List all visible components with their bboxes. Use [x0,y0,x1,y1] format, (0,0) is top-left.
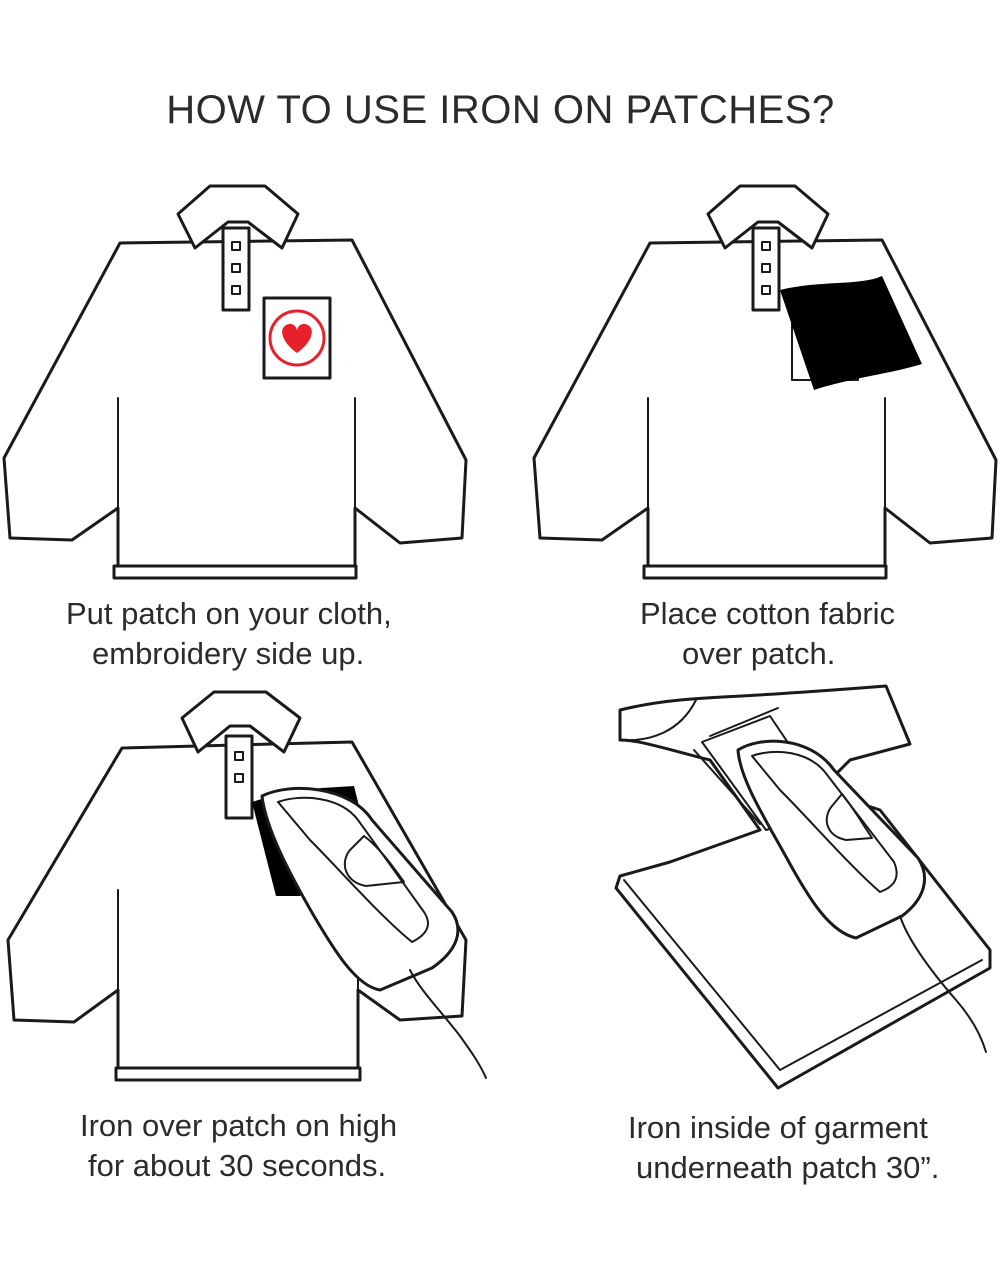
step-2-illustration [530,178,1001,638]
patch-heart-icon [262,296,332,380]
step-2-line-1: Place cotton fabric [640,596,896,631]
step-1-line-1: Put patch on your cloth, [66,596,392,631]
step-4-line-1: Iron inside of garment [628,1110,928,1145]
polo-shirt-icon [2,184,468,580]
step-4-line-2: underneath patch 30”. [636,1150,940,1185]
step-3-line-1: Iron over patch on high [80,1108,398,1143]
step-4-caption: Iron inside of garment underneath patch … [628,1108,939,1188]
page-title: HOW TO USE IRON ON PATCHES? [166,88,835,132]
step-3-caption: Iron over patch on high for about 30 sec… [80,1106,397,1186]
step-2-line-2: over patch. [682,636,836,671]
step-4-illustration [610,680,1001,1140]
iron-icon [736,739,987,1053]
step-3-illustration [0,690,487,1150]
polo-shirt-icon [532,184,998,580]
step-1-line-2: embroidery side up. [92,636,365,671]
cotton-cloth-icon [780,276,922,390]
iron-icon [260,786,487,1079]
step-3-line-2: for about 30 seconds. [88,1148,387,1183]
step-2-caption: Place cotton fabric over patch. [640,594,895,674]
step-1-caption: Put patch on your cloth, embroidery side… [66,594,392,674]
step-1-illustration [0,178,480,638]
